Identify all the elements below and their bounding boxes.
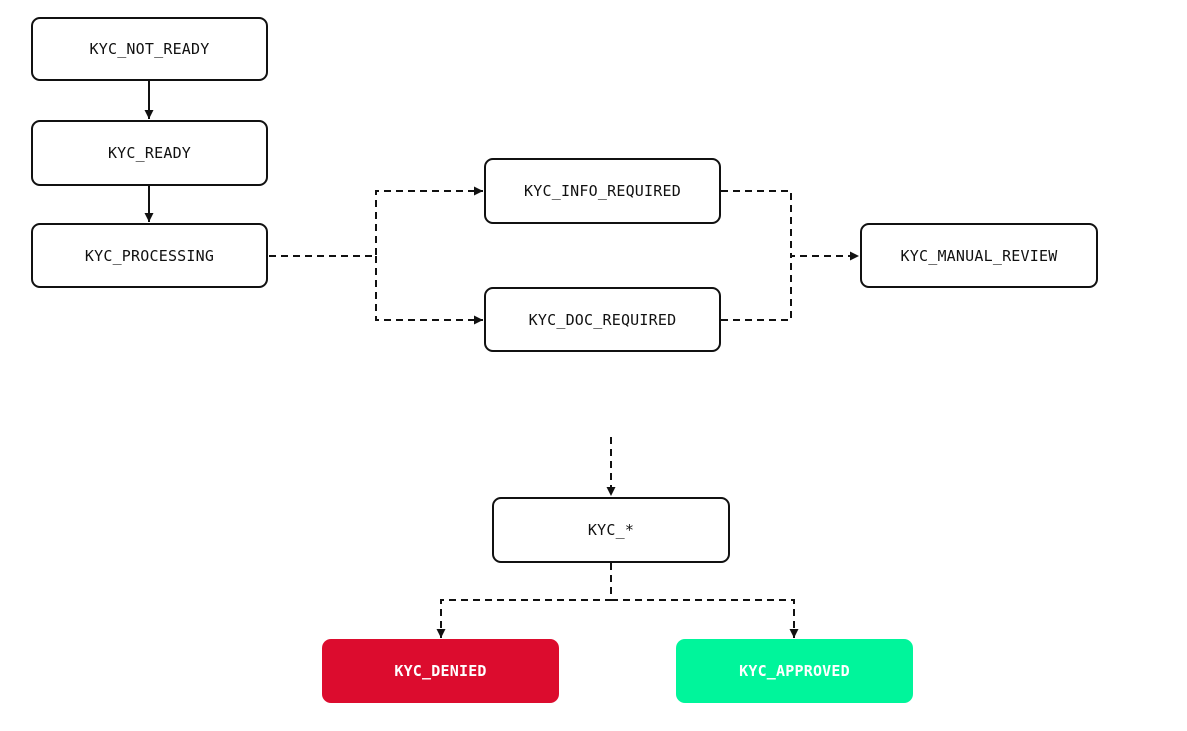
state-kyc-processing: KYC_PROCESSING [31, 223, 268, 288]
state-kyc-approved-label: KYC_APPROVED [739, 662, 850, 680]
state-kyc-ready: KYC_READY [31, 120, 268, 186]
state-kyc-approved: KYC_APPROVED [676, 639, 913, 703]
state-kyc-denied: KYC_DENIED [322, 639, 559, 703]
edge-info-required-to-manual-review [721, 190, 859, 261]
state-kyc-manual-review: KYC_MANUAL_REVIEW [860, 223, 1098, 288]
state-kyc-denied-label: KYC_DENIED [394, 662, 487, 680]
state-kyc-manual-review-label: KYC_MANUAL_REVIEW [900, 246, 1058, 265]
state-kyc-ready-label: KYC_READY [107, 144, 192, 162]
state-kyc-doc-required-label: KYC_DOC_REQUIRED [528, 310, 677, 329]
edge-any-to-approved [611, 599, 799, 638]
state-kyc-info-required: KYC_INFO_REQUIRED [484, 158, 721, 224]
edge-any-to-denied [436, 563, 612, 638]
state-kyc-not-ready-label: KYC_NOT_READY [89, 40, 210, 58]
state-kyc-processing-label: KYC_PROCESSING [84, 246, 215, 265]
state-kyc-info-required-label: KYC_INFO_REQUIRED [524, 182, 681, 200]
state-kyc-not-ready: KYC_NOT_READY [31, 17, 268, 81]
state-kyc-doc-required: KYC_DOC_REQUIRED [484, 287, 721, 352]
state-kyc-any-label: KYC_* [587, 521, 635, 539]
edge-processing-to-info-required [269, 186, 483, 257]
edge-doc-required-to-manual-review [721, 256, 792, 321]
edge-processing-to-doc-required [375, 256, 483, 325]
state-kyc-any: KYC_* [492, 497, 730, 563]
